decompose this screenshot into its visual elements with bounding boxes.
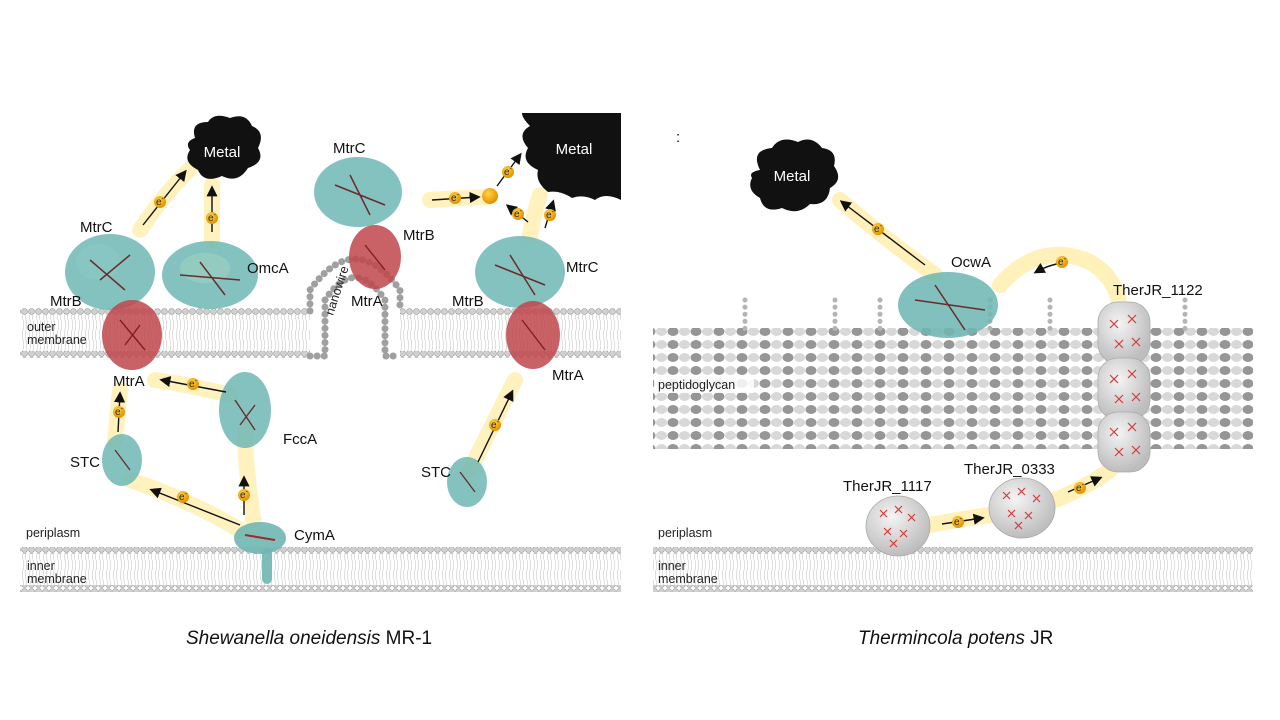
protein-mtrb-2 <box>349 225 401 289</box>
metal-blob-3: Metal <box>750 139 839 212</box>
svg-text:e-: e- <box>514 208 523 220</box>
electron-badges-right: e- e- e- e- <box>872 223 1086 528</box>
label-mtrb-1: MtrB <box>50 293 82 310</box>
svg-text:e-: e- <box>874 223 883 235</box>
label-fcca: FccA <box>283 431 317 448</box>
label-ocwa: OcwA <box>951 254 991 271</box>
svg-text:e-: e- <box>504 166 513 178</box>
stray-mark: : <box>676 129 680 146</box>
electron-badge: e- <box>1056 256 1068 268</box>
svg-text:e-: e- <box>1076 482 1085 494</box>
svg-text:e-: e- <box>1058 256 1067 268</box>
label-inner-left-2: membrane <box>27 572 87 586</box>
svg-text:e-: e- <box>208 212 217 224</box>
metal-blob-2: Metal <box>522 113 621 200</box>
metal-label-3: Metal <box>774 168 811 185</box>
svg-text:e-: e- <box>546 209 555 221</box>
electron-badge: e- <box>177 491 189 503</box>
label-therjr-1122: TherJR_1122 <box>1113 282 1203 299</box>
caption-left-strain: MR-1 <box>385 628 433 649</box>
label-cyma: CymA <box>294 527 335 544</box>
label-mtra-2: MtrA <box>351 293 383 310</box>
label-therjr-1117: TherJR_1117 <box>843 478 932 495</box>
protein-mtrc-3 <box>475 236 565 308</box>
electron-badges-left: e- e- e- e- e- e- e- e- e- e- e- <box>113 166 556 503</box>
caption-left-species: Shewanella oneidensis <box>186 628 381 649</box>
label-periplasm-right: periplasm <box>658 526 712 540</box>
protein-fcca <box>219 372 271 448</box>
protein-omca <box>162 241 258 309</box>
label-peptidoglycan: peptidoglycan <box>658 378 735 392</box>
label-outer-2: membrane <box>27 333 87 347</box>
caption-right-species: Thermincola potens <box>858 628 1025 649</box>
label-mtrc-3: MtrC <box>566 259 599 276</box>
protein-ocwa <box>898 272 998 338</box>
protein-therjr-1117 <box>865 495 931 557</box>
electron-badge: e- <box>489 419 501 431</box>
electron-badge: e- <box>872 223 884 235</box>
svg-text:e-: e- <box>179 491 188 503</box>
metal-label-2: Metal <box>556 141 593 158</box>
protein-mtrb-3 <box>506 301 560 369</box>
electron-badge: e- <box>544 209 556 221</box>
electron-badge: e- <box>1074 482 1086 494</box>
protein-mtrb-1 <box>102 300 162 370</box>
label-inner-right-2: membrane <box>658 572 718 586</box>
protein-therjr-0333 <box>988 477 1056 539</box>
electron-badge: e- <box>154 196 166 208</box>
electron-badge: e- <box>187 378 199 390</box>
electron-badge: e- <box>206 212 218 224</box>
electron-ball <box>482 188 498 204</box>
electron-badge: e- <box>113 406 125 418</box>
left-panel: Metal Metal <box>20 113 621 592</box>
svg-text:e-: e- <box>156 196 165 208</box>
label-inner-left-1: inner <box>27 559 55 573</box>
svg-text:e-: e- <box>954 516 963 528</box>
caption-right: Thermincola potens JR <box>858 628 1053 650</box>
protein-cyma <box>234 522 286 584</box>
svg-text:e-: e- <box>189 378 198 390</box>
label-outer-1: outer <box>27 320 56 334</box>
label-periplasm-left: periplasm <box>26 526 80 540</box>
electron-badge: e- <box>512 208 524 220</box>
inner-membrane-right <box>653 547 1253 592</box>
metal-label-1: Metal <box>204 144 241 161</box>
electron-badge: e- <box>449 192 461 204</box>
label-stc-1: STC <box>70 454 100 471</box>
svg-text:e-: e- <box>115 406 124 418</box>
protein-stc-2 <box>447 457 487 507</box>
label-therjr-0333: TherJR_0333 <box>964 461 1055 478</box>
protein-therjr-1122 <box>1097 301 1151 473</box>
label-mtrb-2: MtrB <box>403 227 435 244</box>
label-mtra-3: MtrA <box>552 367 584 384</box>
protein-stc-1 <box>102 434 142 486</box>
right-panel: Metal <box>653 129 1253 592</box>
svg-text:e-: e- <box>491 419 500 431</box>
svg-text:e-: e- <box>240 489 249 501</box>
svg-text:e-: e- <box>451 192 460 204</box>
label-stc-2: STC <box>421 464 451 481</box>
inner-membrane <box>20 547 621 592</box>
label-mtra-1: MtrA <box>113 373 145 390</box>
label-mtrb-3: MtrB <box>452 293 484 310</box>
label-inner-right-1: inner <box>658 559 686 573</box>
electron-badge: e- <box>502 166 514 178</box>
label-omca: OmcA <box>247 260 289 277</box>
caption-left: Shewanella oneidensis MR-1 <box>186 628 432 650</box>
label-mtrc-1: MtrC <box>80 219 113 236</box>
protein-mtrc-2 <box>314 157 402 227</box>
electron-badge: e- <box>952 516 964 528</box>
electron-badge: e- <box>238 489 250 501</box>
protein-mtrc-1 <box>65 234 155 310</box>
metal-blob-1: Metal <box>187 115 261 179</box>
caption-right-strain: JR <box>1030 628 1054 649</box>
label-mtrc-2: MtrC <box>333 140 366 157</box>
